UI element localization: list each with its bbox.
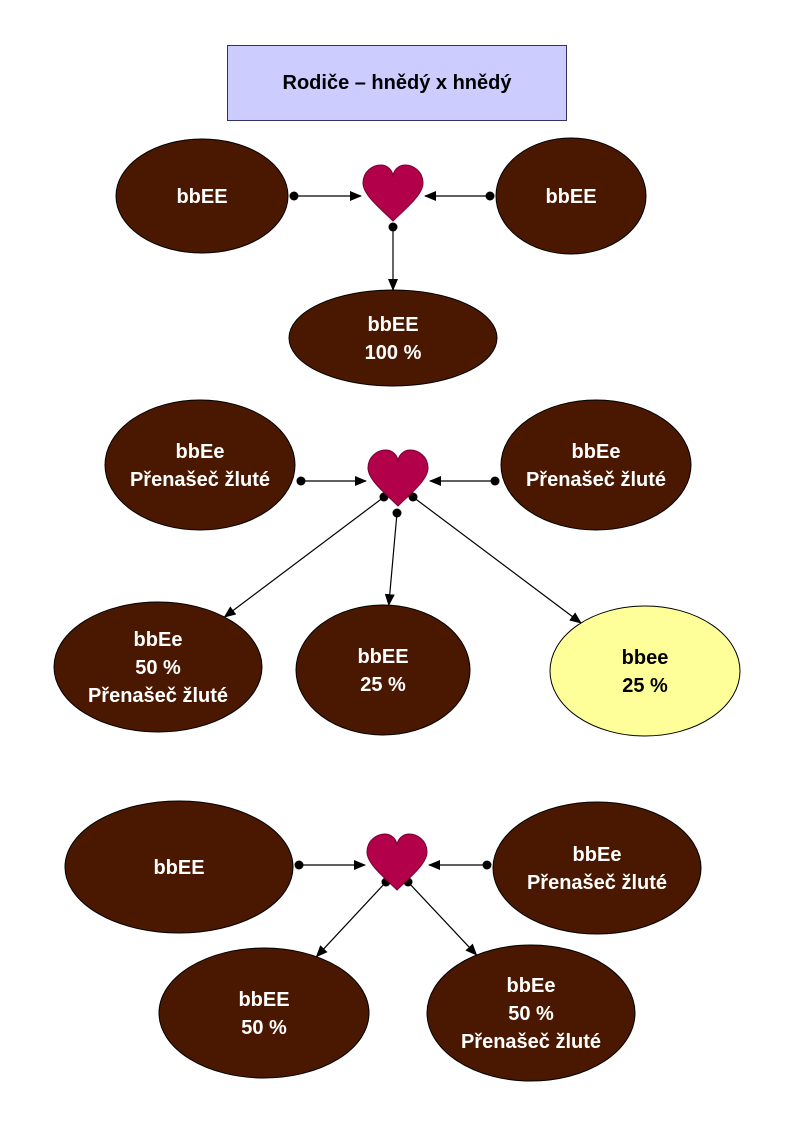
node-label: bbEe (176, 441, 225, 463)
node-label: 50 % (135, 657, 181, 679)
parent-node-shape (500, 399, 692, 531)
node-label: bbEE (367, 314, 418, 336)
offspring-node-shape (288, 289, 498, 387)
offspring-node: bbEE 50 % (158, 947, 370, 1079)
parent-node: bbEE (115, 138, 289, 254)
node-label: Přenašeč žluté (527, 872, 667, 894)
node-label: 25 % (360, 674, 406, 696)
node-label: bbEE (357, 646, 408, 668)
node-label: Přenašeč žluté (526, 469, 666, 491)
node-label: bbEe (573, 844, 622, 866)
node-label: bbEe (134, 629, 183, 651)
node-label: 25 % (622, 675, 668, 697)
node-label: bbEe (572, 441, 621, 463)
node-label: Přenašeč žluté (88, 685, 228, 707)
node-label: bbee (622, 647, 669, 669)
parent-node: bbEE (64, 800, 294, 934)
offspring-node-shape (426, 944, 636, 1082)
heart-icon (362, 164, 424, 222)
offspring-node: bbEE 100 % (288, 289, 498, 387)
offspring-node: bbEe 50 % Přenašeč žluté (53, 601, 263, 733)
diagram-title: Rodiče – hnědý x hnědý (227, 45, 567, 121)
connector-layer (223, 191, 582, 958)
offspring-node-shape (158, 947, 370, 1079)
offspring-arrow (384, 512, 398, 607)
node-label: bbEE (176, 186, 227, 208)
node-label: Přenašeč žluté (461, 1031, 601, 1053)
parent-node-shape (492, 801, 702, 935)
offspring-node-shape (549, 605, 741, 737)
offspring-node: bbee 25 % (549, 605, 741, 737)
parent-node-shape (495, 137, 647, 255)
parent-node-shape (104, 399, 296, 531)
node-label: 50 % (241, 1017, 287, 1039)
node-label: 50 % (508, 1003, 554, 1025)
parent-node-shape (64, 800, 294, 934)
offspring-node-shape (53, 601, 263, 733)
offspring-arrow (315, 881, 387, 958)
node-label: bbEE (153, 857, 204, 879)
parent-node-shape (115, 138, 289, 254)
offspring-arrow (223, 496, 385, 618)
offspring-arrow (407, 881, 478, 956)
offspring-arrow (412, 496, 582, 624)
parent-node: bbEE (495, 137, 647, 255)
node-label: bbEE (545, 186, 596, 208)
node-label: 100 % (365, 342, 422, 364)
node-label: bbEE (238, 989, 289, 1011)
heart-icon (367, 449, 429, 507)
node-label: bbEe (507, 975, 556, 997)
offspring-node-shape (295, 604, 471, 736)
heart-icon (366, 833, 428, 891)
offspring-node: bbEe 50 % Přenašeč žluté (426, 944, 636, 1082)
node-label: Přenašeč žluté (130, 469, 270, 491)
offspring-node: bbEE 25 % (295, 604, 471, 736)
